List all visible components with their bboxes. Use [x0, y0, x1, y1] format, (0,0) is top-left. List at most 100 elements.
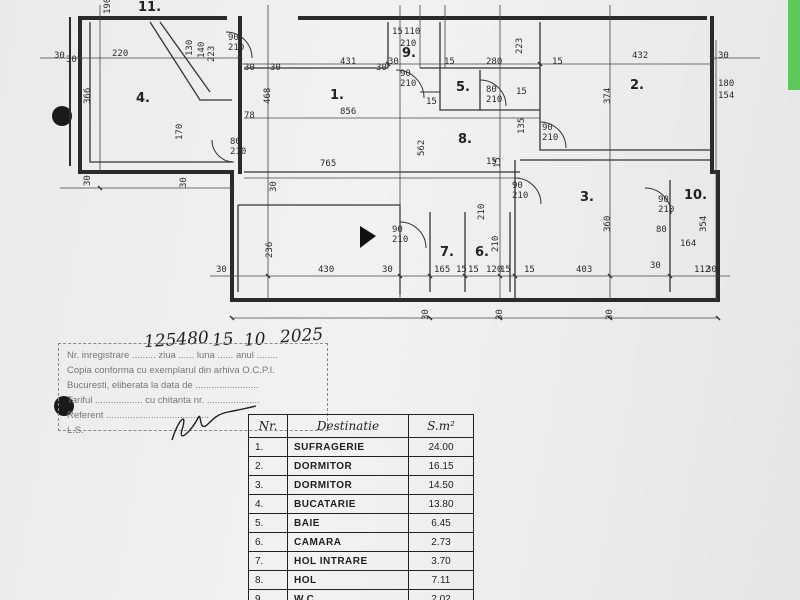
dim-30: 30	[605, 309, 615, 320]
dim-15: 15	[552, 57, 563, 67]
door-height-7: 210	[491, 235, 501, 252]
dim-165: 165	[434, 265, 451, 275]
punch-hole-bottom	[54, 396, 74, 416]
dim-30: 30	[495, 309, 505, 320]
dim-856: 856	[340, 107, 357, 117]
stamp-line: Tariful .................. cu chitanta n…	[67, 395, 260, 406]
punch-hole-top	[52, 106, 72, 126]
door-height-6: 210	[477, 203, 487, 220]
dim-30: 30	[706, 265, 717, 275]
door-a-height: 210	[228, 43, 245, 53]
room-number-5: 5.	[456, 80, 470, 95]
door-h-height: 210	[658, 205, 675, 215]
dim-112: 112	[694, 265, 711, 275]
stamp-line: Copia conforma cu exemplarul din arhiva …	[67, 365, 275, 376]
signature	[171, 405, 257, 441]
row-suprafata: 13.80	[408, 494, 474, 514]
door-c-width: 90	[400, 69, 411, 79]
row-nr: 6.	[248, 532, 288, 552]
dim-220: 220	[112, 49, 129, 59]
room-number-8: 8.	[458, 132, 472, 147]
dim-374: 374	[603, 87, 613, 104]
dim-431: 431	[340, 57, 357, 67]
row-nr: 4.	[248, 494, 288, 514]
door-a-width: 90	[228, 33, 239, 43]
dim-354: 354	[699, 215, 709, 232]
dim-30: 30	[421, 309, 431, 320]
row-nr: 1.	[248, 437, 288, 457]
table-row: 9.W.C.2.02	[248, 589, 474, 600]
row-destinatie: W.C.	[287, 589, 409, 600]
room-number-9: 9.	[402, 46, 416, 61]
dim-468: 468	[263, 87, 273, 104]
room-number-4: 4.	[136, 91, 150, 106]
dim-170: 170	[175, 123, 185, 140]
row-suprafata: 14.50	[408, 475, 474, 495]
dim-403: 403	[576, 265, 593, 275]
row-suprafata: 16.15	[408, 456, 474, 476]
dim-30: 30	[244, 63, 255, 73]
dim-30: 30	[269, 181, 279, 192]
dim-360: 360	[603, 215, 613, 232]
door-i-height: 210	[400, 39, 417, 49]
row-nr: 5.	[248, 513, 288, 533]
registration-stamp: Nr. inregistrare ......... ziua ...... l…	[58, 343, 328, 436]
dim-15: 15	[392, 27, 403, 37]
stamp-line: Referent ...............................…	[67, 410, 210, 421]
dim-15: 15	[486, 157, 497, 167]
row-destinatie: CAMARA	[287, 532, 409, 552]
door-d-height: 210	[486, 95, 503, 105]
row-destinatie: HOL	[287, 570, 409, 590]
room-number-10: 10.	[684, 188, 708, 203]
door-b-width: 80	[230, 137, 241, 147]
row-nr: 2.	[248, 456, 288, 476]
room-number-3: 3.	[580, 190, 594, 205]
room-number-2: 2.	[630, 78, 644, 93]
door-f-width: 90	[512, 181, 523, 191]
dim-15: 15	[426, 97, 437, 107]
stamp-line: L.S.	[67, 425, 84, 436]
row-nr: 9.	[248, 589, 288, 600]
dim-78: 78	[244, 111, 255, 121]
dim-15: 15	[493, 157, 503, 168]
stamp-line: Nr. inregistrare ......... ziua ...... l…	[67, 350, 278, 361]
dim-135: 135	[517, 117, 527, 134]
dim-223: 223	[207, 45, 217, 62]
door-e-height: 210	[542, 133, 559, 143]
room-number-11: 11.	[138, 0, 162, 15]
row-suprafata: 3.70	[408, 551, 474, 571]
dim-430: 430	[318, 265, 335, 275]
dim-30: 30	[388, 57, 399, 67]
row-nr: 8.	[248, 570, 288, 590]
dim-30: 30	[179, 177, 189, 188]
row-destinatie: SUFRAGERIE	[287, 437, 409, 457]
row-suprafata: 24.00	[408, 437, 474, 457]
room-number-6: 6.	[475, 245, 489, 260]
dim-30: 30	[650, 261, 661, 271]
dim-15: 15	[500, 265, 511, 275]
row-suprafata: 6.45	[408, 513, 474, 533]
row-suprafata: 2.02	[408, 589, 474, 600]
dim-164: 164	[680, 239, 697, 249]
background-strip	[788, 0, 800, 90]
dim-130: 130	[185, 39, 195, 56]
dim-30: 30	[54, 51, 65, 61]
stamp-line: Bucuresti, eliberata la data de ........…	[67, 380, 259, 391]
dim-223: 223	[515, 37, 525, 54]
row-destinatie: HOL INTRARE	[287, 551, 409, 571]
dim-15: 15	[444, 57, 455, 67]
dim-236: 236	[265, 241, 275, 258]
door-b-height: 210	[230, 147, 247, 157]
dim-30: 30	[83, 175, 93, 186]
dim-432: 432	[632, 51, 649, 61]
row-destinatie: DORMITOR	[287, 475, 409, 495]
door-e-width: 90	[542, 123, 553, 133]
